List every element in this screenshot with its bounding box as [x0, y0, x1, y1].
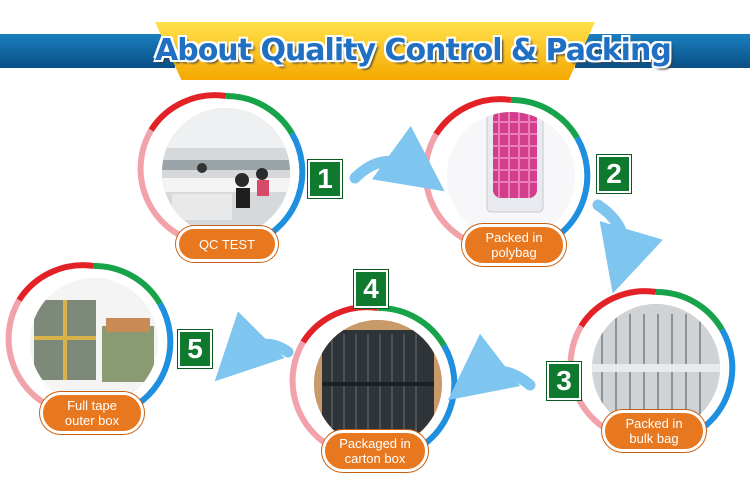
arrow-2-to-3: [592, 199, 663, 294]
arrow-1-to-2: [349, 125, 445, 192]
step-3-number: 3: [547, 362, 581, 400]
step-5-label: Full tape outer box: [40, 392, 144, 434]
carton-box-photo: [314, 320, 442, 448]
arrow-4-to-5: [214, 311, 294, 382]
polybag-photo: [447, 112, 575, 240]
arrow-3-to-4: [447, 333, 536, 401]
step-4-label: Packaged in carton box: [322, 430, 428, 472]
step-4-number: 4: [354, 270, 388, 308]
banner-plate: [155, 22, 595, 80]
step-5-number: 5: [178, 330, 212, 368]
step-1-number: 1: [308, 160, 342, 198]
step-3-label: Packed in bulk bag: [602, 410, 706, 452]
qc-test-photo: [162, 108, 290, 236]
page-title: About Quality Control & Packing: [155, 33, 672, 68]
banner-bar-left: [0, 34, 175, 68]
outer-box-photo: [30, 278, 158, 406]
banner-bar-right: [575, 34, 750, 68]
step-2-number: 2: [597, 155, 631, 193]
step-2-label: Packed in polybag: [462, 224, 566, 266]
step-1-label: QC TEST: [176, 226, 278, 262]
